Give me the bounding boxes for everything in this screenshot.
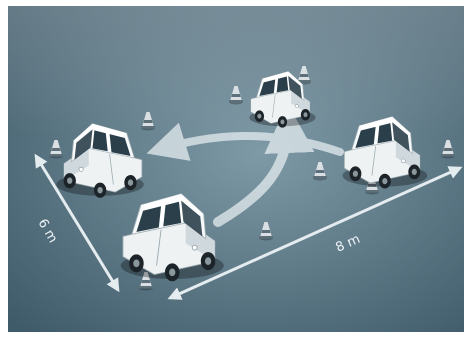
maneuver-diagram: 6 m 8 m	[0, 0, 470, 338]
parking-lot-scene: 6 m 8 m	[0, 0, 470, 338]
